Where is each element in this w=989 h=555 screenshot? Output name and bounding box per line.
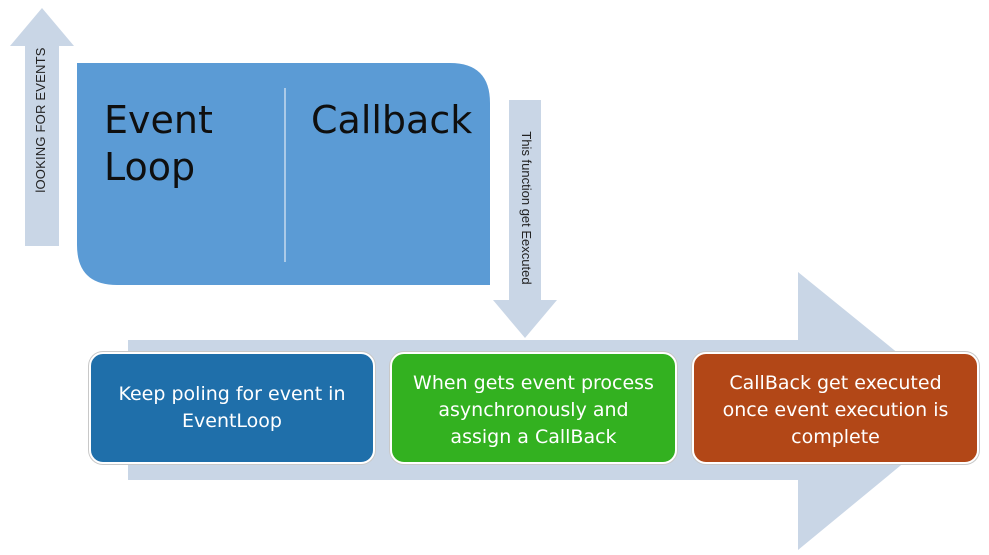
event-loop-text: Event Loop: [104, 98, 213, 189]
callback-label: Callback: [311, 97, 481, 144]
down-arrow: [493, 100, 557, 338]
step-keep-polling: Keep poling for event in EventLoop: [89, 352, 375, 464]
step-callback-executed: CallBack get executed once event executi…: [692, 352, 979, 464]
step-process-async-text: When gets event process asynchronously a…: [413, 372, 654, 448]
step-callback-executed-text: CallBack get executed once event executi…: [722, 372, 949, 448]
step-keep-polling-text: Keep poling for event in EventLoop: [118, 383, 346, 432]
event-loop-callback-box: [77, 63, 490, 285]
up-arrow: [10, 8, 74, 246]
callback-text: Callback: [311, 98, 473, 142]
step-process-async: When gets event process asynchronously a…: [390, 352, 677, 464]
function-executed-label: This function get Eexcuted: [519, 131, 534, 285]
box-gap: [117, 285, 287, 340]
looking-for-events-label: lOOKING FOR EVENTS: [33, 47, 48, 193]
event-loop-label: Event Loop: [104, 97, 274, 191]
